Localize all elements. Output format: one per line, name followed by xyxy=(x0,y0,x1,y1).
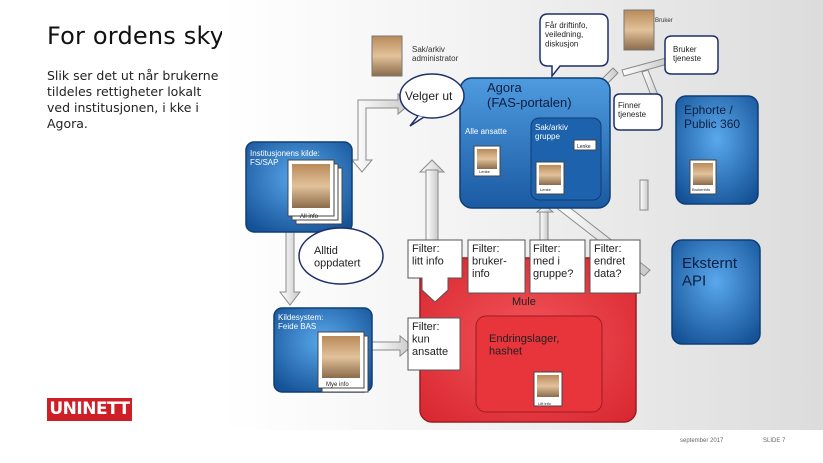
inst-kilde-label: Institusjonens kilde:FS/SAP xyxy=(250,149,320,167)
lenke-label: Lenke xyxy=(577,144,591,150)
filter-litt-info: Filter:litt info xyxy=(412,243,444,268)
footer-slide-number: SLIDE 7 xyxy=(763,438,786,444)
callout-drift: Får driftinfo,veiledning,diskusjon xyxy=(545,21,588,48)
card-lenke-2: Lenke xyxy=(540,187,552,192)
callout-velger: Velger ut xyxy=(405,89,453,103)
endringslager-box xyxy=(475,315,603,413)
endringslager-label: Endringslager,hashet xyxy=(489,333,559,358)
footer-date: september 2017 xyxy=(680,438,724,444)
eksternt-api-box xyxy=(671,239,761,345)
filter-brukerinfo: Filter:bruker-info xyxy=(472,243,507,280)
mule-label: Mule xyxy=(512,296,536,308)
card-brukerinfo: Brukerinfo xyxy=(692,187,711,192)
photo-stacks xyxy=(287,9,717,407)
agora-title: Agora(FAS-portalen) xyxy=(487,80,572,110)
callouts xyxy=(298,13,719,285)
card-lenke-1: Lenke xyxy=(479,169,491,174)
slide-subtitle: Slik ser det ut når brukerne tildeles re… xyxy=(47,68,219,131)
kildesystem-label: Kildesystem:Feide BAS xyxy=(278,313,323,331)
bruker-caption: Bruker xyxy=(655,18,673,24)
uninett-logo: UNINETT xyxy=(47,398,132,421)
all-info-label: All info xyxy=(300,214,319,220)
alle-ansatte-label: Alle ansatte xyxy=(465,127,507,136)
mye-info-label: Mye info xyxy=(326,382,349,388)
slide-title: For ordens skyld xyxy=(47,22,247,50)
ephorte-label: Ephorte /Public 360 xyxy=(684,103,740,131)
card-litt-info: Litt info xyxy=(538,401,552,406)
filter-boxes xyxy=(407,239,641,371)
